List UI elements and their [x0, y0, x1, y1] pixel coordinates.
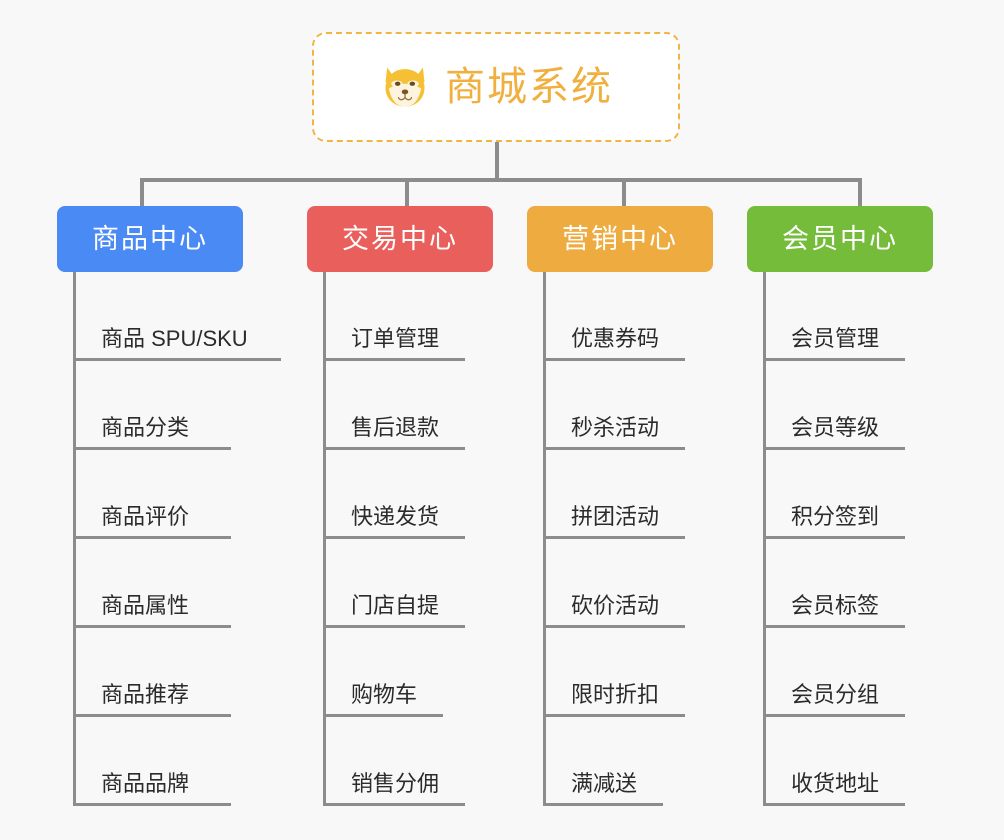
list-item-label: 会员标签 — [791, 592, 880, 618]
category-trade-center[interactable]: 交易中心 — [307, 206, 493, 272]
list-item-label: 商品推荐 — [101, 681, 190, 707]
list-item-label: 售后退款 — [351, 414, 440, 440]
list-item[interactable]: 满减送 — [543, 717, 663, 806]
connector-root-stem — [495, 142, 499, 180]
list-item[interactable]: 销售分佣 — [323, 717, 465, 806]
list-item-label: 优惠券码 — [571, 325, 660, 351]
root-title: 商城系统 — [445, 65, 613, 109]
list-item-label: 商品属性 — [101, 592, 190, 618]
list-item-label: 秒杀活动 — [571, 414, 660, 440]
list-item[interactable]: 秒杀活动 — [543, 361, 685, 450]
list-item-label: 商品评价 — [101, 503, 190, 529]
list-item[interactable]: 商品评价 — [73, 450, 231, 539]
list-item[interactable]: 商品推荐 — [73, 628, 231, 717]
list-item-label: 销售分佣 — [351, 770, 440, 796]
list-item[interactable]: 会员分组 — [763, 628, 905, 717]
list-item-label: 砍价活动 — [571, 592, 660, 618]
list-item[interactable]: 优惠券码 — [543, 272, 685, 361]
list-item-label: 拼团活动 — [571, 503, 660, 529]
list-item-label: 积分签到 — [791, 503, 880, 529]
list-item[interactable]: 快递发货 — [323, 450, 465, 539]
list-item-label: 门店自提 — [351, 592, 440, 618]
root-node[interactable]: 商城系统 — [312, 32, 680, 142]
list-item[interactable]: 限时折扣 — [543, 628, 685, 717]
list-item[interactable]: 商品 SPU/SKU — [73, 272, 281, 361]
list-item-label: 满减送 — [571, 770, 638, 796]
list-item[interactable]: 商品分类 — [73, 361, 231, 450]
connector-drop-2 — [622, 178, 626, 208]
list-item[interactable]: 砍价活动 — [543, 539, 685, 628]
list-item[interactable]: 订单管理 — [323, 272, 465, 361]
branch-spine — [543, 272, 546, 806]
list-item[interactable]: 会员管理 — [763, 272, 905, 361]
connector-horizontal-bus — [140, 178, 860, 182]
list-item-label: 收货地址 — [791, 770, 880, 796]
list-item-label: 购物车 — [351, 681, 418, 707]
list-item[interactable]: 门店自提 — [323, 539, 465, 628]
branch-spine — [73, 272, 76, 806]
list-item[interactable]: 会员等级 — [763, 361, 905, 450]
category-label: 交易中心 — [342, 223, 458, 254]
category-label: 商品中心 — [92, 223, 208, 254]
list-item-label: 商品品牌 — [101, 770, 190, 796]
list-item-label: 商品分类 — [101, 414, 190, 440]
shiba-dog-icon — [385, 67, 425, 107]
list-item[interactable]: 商品品牌 — [73, 717, 231, 806]
list-item[interactable]: 积分签到 — [763, 450, 905, 539]
category-label: 会员中心 — [782, 223, 898, 254]
list-item[interactable]: 商品属性 — [73, 539, 231, 628]
list-item[interactable]: 会员标签 — [763, 539, 905, 628]
list-item-label: 会员管理 — [791, 325, 880, 351]
category-label: 营销中心 — [562, 223, 678, 254]
list-item-label: 订单管理 — [351, 325, 440, 351]
connector-drop-1 — [405, 178, 409, 208]
connector-drop-3 — [858, 178, 862, 208]
category-member-center[interactable]: 会员中心 — [747, 206, 933, 272]
connector-drop-0 — [140, 178, 144, 208]
list-item-label: 商品 SPU/SKU — [101, 325, 248, 351]
list-item-label: 限时折扣 — [571, 681, 660, 707]
category-product-center[interactable]: 商品中心 — [57, 206, 243, 272]
branch-spine — [763, 272, 766, 806]
category-marketing-center[interactable]: 营销中心 — [527, 206, 713, 272]
list-item[interactable]: 购物车 — [323, 628, 443, 717]
list-item-label: 会员等级 — [791, 414, 880, 440]
list-item-label: 快递发货 — [351, 503, 440, 529]
list-item[interactable]: 收货地址 — [763, 717, 905, 806]
list-item-label: 会员分组 — [791, 681, 880, 707]
list-item[interactable]: 售后退款 — [323, 361, 465, 450]
branch-spine — [323, 272, 326, 806]
list-item[interactable]: 拼团活动 — [543, 450, 685, 539]
